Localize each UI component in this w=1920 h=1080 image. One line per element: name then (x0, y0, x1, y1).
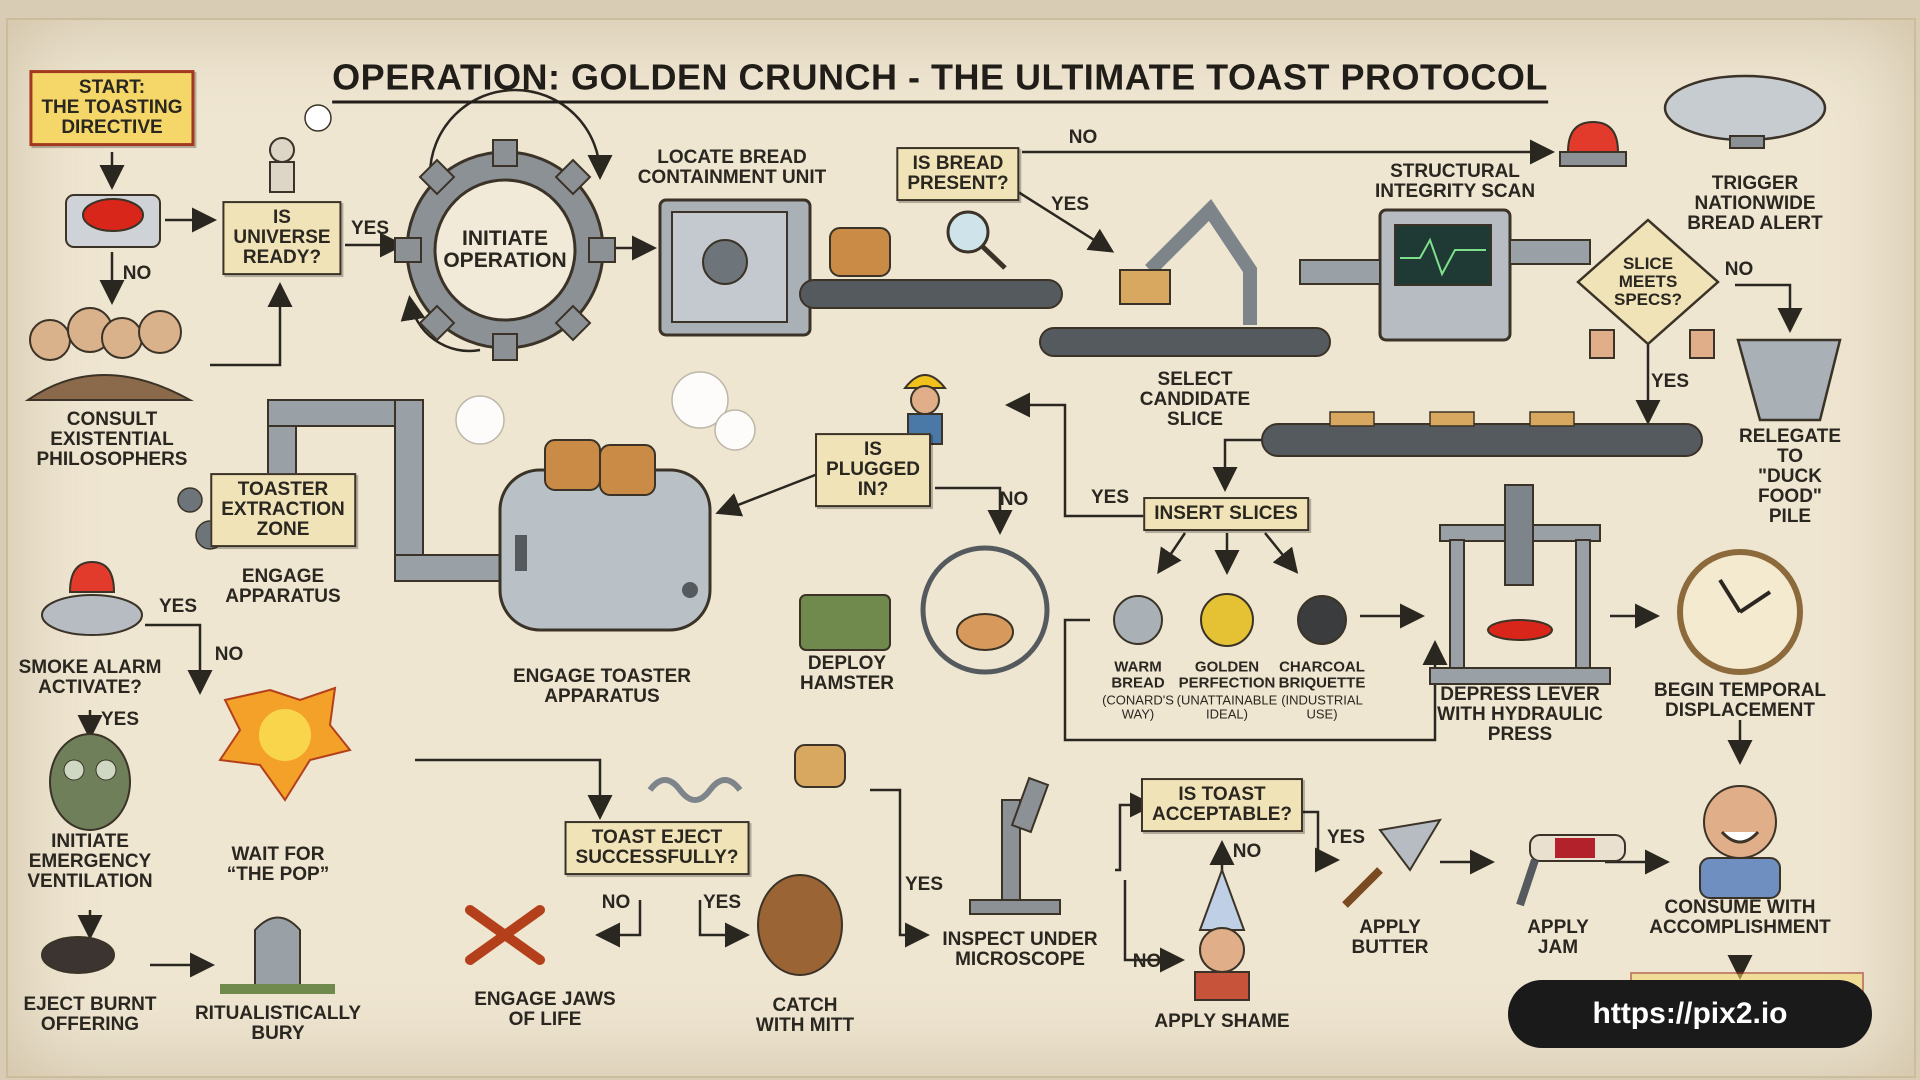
apply-butter-label: APPLY BUTTER (1351, 917, 1429, 958)
edge-label-no: NO (999, 489, 1029, 510)
edge-label-no: NO (1068, 127, 1098, 148)
edge-label-yes: YES (702, 892, 742, 913)
wait-for-pop-label: WAIT FOR “THE POP” (226, 844, 330, 885)
initiate-operation-label: INITIATE OPERATION (443, 226, 567, 272)
edge-label-yes: YES (1650, 371, 1690, 392)
consume-label: CONSUME WITH ACCOMPLISHMENT (1649, 897, 1831, 938)
edge-label-no: NO (122, 263, 152, 284)
select-candidate-slice-label: SELECT CANDIDATE SLICE (1139, 369, 1251, 430)
golden-perfection-label: GOLDEN PERFECTION (1178, 658, 1276, 691)
trigger-alert-label: TRIGGER NATIONWIDE BREAD ALERT (1687, 173, 1823, 234)
catch-mitt-label: CATCH WITH MITT (755, 995, 855, 1036)
charcoal-briquette-label: CHARCOAL BRIQUETTE (1278, 658, 1366, 691)
edge-label-no: NO (214, 644, 244, 665)
temporal-displacement-label: BEGIN TEMPORAL DISPLACEMENT (1653, 680, 1827, 721)
smoke-alarm-label: SMOKE ALARM ACTIVATE? (18, 657, 162, 698)
warm-bread-note: (CONARD'S WAY) (1102, 692, 1174, 721)
decision-plugged-in: IS PLUGGED IN? (815, 433, 931, 507)
apply-jam-label: APPLY JAM (1527, 917, 1589, 958)
decision-toast-acceptable: IS TOAST ACCEPTABLE? (1140, 778, 1304, 832)
warm-bread-label: WARM BREAD (1111, 658, 1165, 691)
edge-label-yes: YES (100, 709, 140, 730)
edge-label-yes: YES (904, 874, 944, 895)
decision-bread-present: IS BREAD PRESENT? (896, 147, 1020, 201)
insert-slices-box: INSERT SLICES (1143, 497, 1309, 531)
ritual-bury-label: RITUALISTICALLY BURY (194, 1003, 362, 1044)
engage-apparatus-label: ENGAGE APPARATUS (225, 566, 341, 607)
toaster-extraction-zone-box: TOASTER EXTRACTION ZONE (210, 473, 356, 547)
page-title: OPERATION: GOLDEN CRUNCH - THE ULTIMATE … (332, 57, 1548, 104)
charcoal-briquette-note: (INDUSTRIAL USE) (1281, 692, 1363, 721)
slice-meets-specs-label: SLICE MEETS SPECS? (1613, 254, 1683, 309)
engage-toaster-apparatus-label: ENGAGE TOASTER APPARATUS (512, 666, 692, 707)
edge-label-no: NO (601, 892, 631, 913)
apply-shame-label: APPLY SHAME (1154, 1011, 1290, 1033)
edge-label-yes: YES (1326, 827, 1366, 848)
engage-jaws-label: ENGAGE JAWS OF LIFE (474, 989, 616, 1030)
relegate-duck-food-label: RELEGATE TO "DUCK FOOD" PILE (1738, 426, 1842, 527)
edge-label-yes: YES (158, 596, 198, 617)
edge-label-no: NO (1232, 841, 1262, 862)
decision-universe-ready: IS UNIVERSE READY? (222, 201, 342, 275)
edge-label-yes: YES (1050, 194, 1090, 215)
edge-label-no: NO (1724, 259, 1754, 280)
edge-label-no: NO (1132, 951, 1162, 972)
watermark-link[interactable]: https://pix2.io (1508, 980, 1872, 1048)
start-box: START: THE TOASTING DIRECTIVE (29, 70, 195, 146)
depress-lever-label: DEPRESS LEVER WITH HYDRAULIC PRESS (1437, 684, 1603, 745)
inspect-microscope-label: INSPECT UNDER MICROSCOPE (942, 929, 1098, 970)
deploy-hamster-label: DEPLOY HAMSTER (800, 653, 894, 694)
golden-perfection-note: (UNATTAINABLE IDEAL) (1176, 692, 1278, 721)
edge-label-yes: YES (1090, 487, 1130, 508)
decision-toast-eject: TOAST EJECT SUCCESSFULLY? (564, 821, 750, 875)
eject-burnt-label: EJECT BURNT OFFERING (23, 994, 157, 1035)
locate-bread-label: LOCATE BREAD CONTAINMENT UNIT (637, 147, 827, 188)
edge-label-yes: YES (350, 218, 390, 239)
emergency-ventilation-label: INITIATE EMERGENCY VENTILATION (27, 831, 153, 892)
consult-philosophers-label: CONSULT EXISTENTIAL PHILOSOPHERS (36, 409, 188, 470)
structural-scan-label: STRUCTURAL INTEGRITY SCAN (1374, 161, 1536, 202)
